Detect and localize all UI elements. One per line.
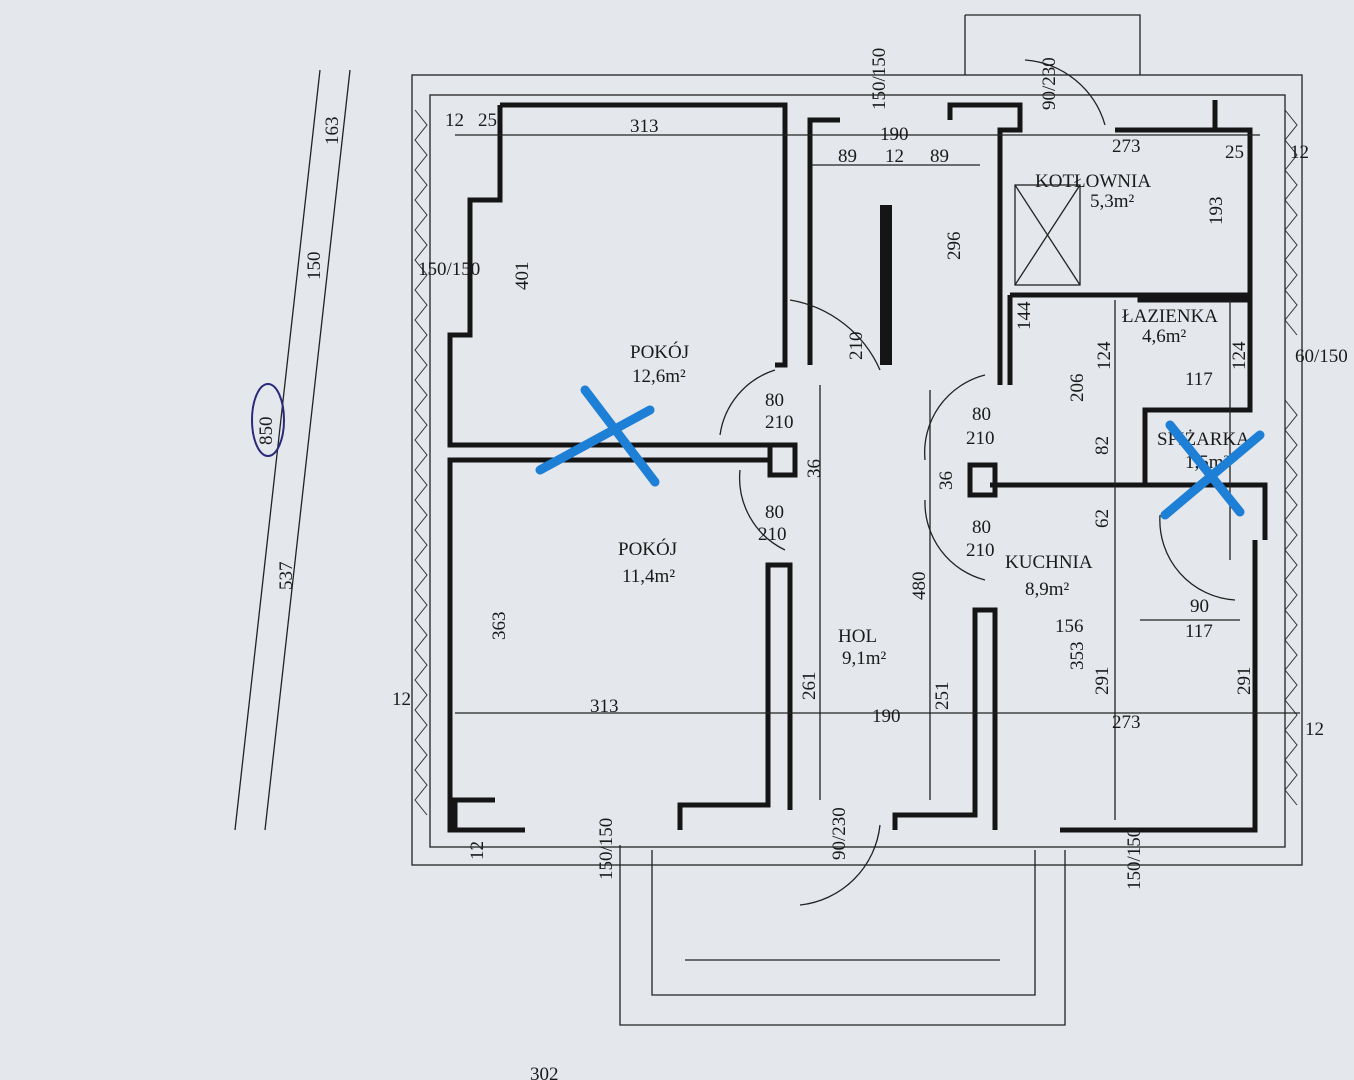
dimension-label: 12,6m² [632,366,686,387]
dimension-label: 296 [944,232,965,261]
dimension-label: 150/150 [596,818,617,880]
dimension-label: 150/150 [869,48,890,110]
dimension-label: 90 [1190,596,1209,617]
dimension-label: 302 [530,1064,559,1080]
room-pokoj-1: POKÓJ 12,6m² [630,341,689,387]
dimension-label: 480 [909,572,930,601]
dimension-label: 273 [1112,136,1141,157]
dimension-label: 80 [765,502,784,523]
dimension-label: 124 [1094,341,1115,370]
dimension-label: 291 [1234,667,1255,696]
dimension-label: 401 [512,262,533,291]
dimension-label: 363 [489,612,510,641]
dimension-label: 210 [765,412,794,433]
room-pokoj-2: POKÓJ 11,4m² [618,538,677,587]
dimension-label: 12 [467,841,488,860]
dimension-label: 8,9m² [1025,579,1070,600]
dimension-label: 25 [478,110,497,131]
dimension-label: 60/150 [1295,346,1348,367]
dimension-label: 210 [758,524,787,545]
dimension-label: KUCHNIA [1005,552,1093,573]
dimension-label: 90/230 [829,807,850,860]
dimension-label: 9,1m² [842,648,887,669]
dimension-label: 206 [1067,374,1088,403]
dimension-label: 313 [590,696,619,717]
dimension-label: 313 [630,116,659,137]
dimension-label: 193 [1206,197,1227,226]
dimension-label: 117 [1185,621,1213,642]
dimension-label: 4,6m² [1142,326,1187,347]
dimension-label: 12 [392,689,411,710]
dimension-labels: 313 190 89 12 89 273 12 25 12 25 163 150… [251,48,1348,1080]
dimension-label: 12 [885,146,904,167]
dimension-label: KOTŁOWNIA [1035,171,1151,192]
dimension-label: POKÓJ [630,341,689,363]
dimension-label: 12 [1290,142,1309,163]
dimension-label: 12 [1305,719,1324,740]
dimension-label: 210 [966,428,995,449]
dimension-label: 251 [932,682,953,711]
dimension-label: 80 [765,390,784,411]
blue-x-mark-pokoj [535,385,660,487]
dimension-label: 150/150 [418,259,480,280]
blue-x-mark-spizarka [1160,420,1265,520]
dimension-label: 90/230 [1039,57,1060,110]
dimension-label: 261 [799,672,820,701]
dimension-label: 82 [1092,436,1113,455]
dimension-label: 62 [1092,509,1113,528]
dimension-label: 537 [276,562,297,591]
outer-walls [234,14,1303,1026]
dimension-label: 25 [1225,142,1244,163]
dimension-label: ŁAZIENKA [1122,306,1218,327]
dimension-label: 5,3m² [1090,191,1135,212]
circled-total-dimension [251,383,285,457]
dimension-label: 144 [1014,301,1035,330]
dimension-label: 210 [966,540,995,561]
dimension-label: 210 [846,332,867,361]
room-kuchnia: KUCHNIA 8,9m² [1005,552,1093,600]
dimension-label: 80 [972,404,991,425]
dimension-label: 353 [1067,642,1088,671]
dimension-label: 36 [936,471,957,490]
dimension-label: 12 [445,110,464,131]
dimension-label: 11,4m² [622,566,675,587]
dimension-label: 89 [930,146,949,167]
dimension-label: 190 [880,124,909,145]
dimension-label: 273 [1112,712,1141,733]
dimension-label: 117 [1185,369,1213,390]
dimension-label: 163 [322,117,343,146]
dimension-label: 80 [972,517,991,538]
dimension-label: 124 [1229,341,1250,370]
dimension-label: 156 [1055,616,1084,637]
dimension-label: 150 [304,252,325,281]
dimension-label: HOL [838,626,877,647]
dimension-label: 36 [804,459,825,478]
dimension-label: POKÓJ [618,538,677,560]
dimension-label: 89 [838,146,857,167]
dimension-label: 190 [872,706,901,727]
dimension-label: 291 [1092,667,1113,696]
dimension-label: 150/150 [1124,828,1145,890]
dimension-label: 850 [256,417,277,446]
